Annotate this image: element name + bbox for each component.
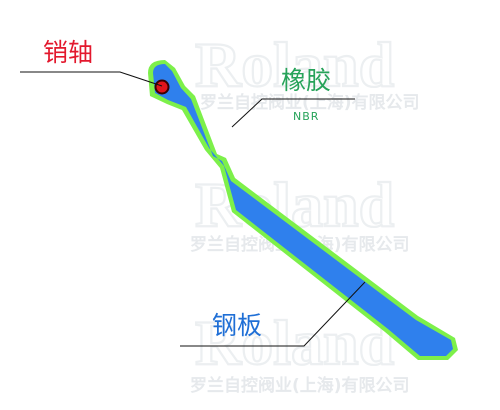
watermark-logo-3: Roland [195, 307, 394, 378]
pin-label: 销轴 [43, 38, 93, 67]
leader-lines [20, 71, 366, 347]
arm-part [148, 60, 458, 360]
rubber-leader-line [231, 98, 355, 128]
rubber-material-code: NBR [293, 110, 319, 123]
watermark-company-3: 罗兰自控阀业(上海)有限公司 [190, 375, 410, 396]
pin-leader-line [20, 71, 163, 87]
rubber-label: 橡胶 [281, 66, 331, 95]
steel-plate [153, 64, 453, 356]
steel-leader-line [180, 281, 366, 347]
watermark: Roland 罗兰自控阀业(上海)有限公司 Roland 罗兰自控阀业(上海)有… [190, 28, 420, 396]
pin [156, 81, 168, 93]
watermark-logo-1: Roland [195, 29, 394, 100]
watermark-company-1: 罗兰自控阀业(上海)有限公司 [200, 92, 420, 113]
steel-label: 钢板 [212, 311, 262, 340]
